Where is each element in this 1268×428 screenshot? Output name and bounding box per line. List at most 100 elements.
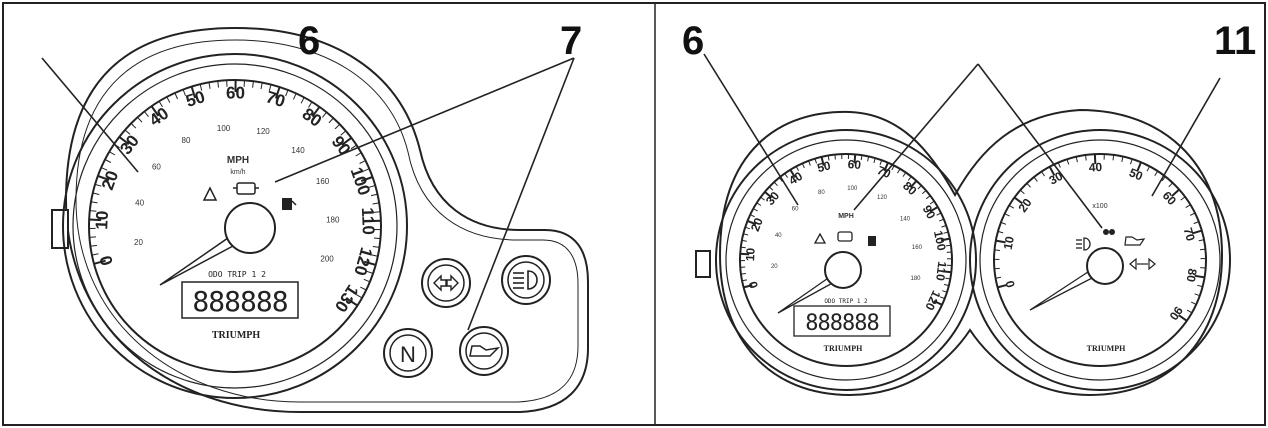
scale-tick [940, 237, 951, 242]
twin-speedo-hub [824, 251, 862, 289]
scale-tick [1048, 166, 1056, 176]
scale-tick [1180, 196, 1186, 201]
scale-tick [941, 225, 947, 228]
scale-tick [182, 89, 186, 96]
scale-tick [1026, 182, 1031, 188]
scale-tick [1146, 166, 1151, 172]
scale-tick [322, 111, 327, 118]
scale-label: 10 [743, 247, 758, 261]
scale-label: 0 [746, 279, 761, 289]
scale-tick [89, 236, 97, 238]
tacho-brand-logo: TRIUMPH [1087, 344, 1126, 353]
scale-tick [795, 166, 800, 172]
scale-label: 10 [1001, 235, 1017, 251]
scale-tick [867, 156, 870, 162]
scale-tick [1130, 158, 1133, 165]
scale-label: 10 [92, 210, 112, 230]
fuel-pump-icon [282, 198, 297, 210]
scale-tick [820, 156, 825, 166]
scale-tick [1189, 212, 1196, 216]
scale-tick [1057, 162, 1061, 168]
scale-tick [308, 101, 313, 108]
console-housing-outline [64, 26, 589, 413]
scale-tick [936, 212, 942, 216]
scale-tick [1199, 248, 1206, 251]
scale-label: 60 [847, 157, 862, 172]
scale-tick [356, 294, 363, 299]
scale-tick [1000, 221, 1007, 225]
speedo-unit-sub-label: km/h [230, 169, 245, 176]
scale-tick [368, 185, 376, 188]
twin-speedo-unit-label: MPH [838, 213, 854, 220]
scale-tick [778, 177, 783, 182]
tacho-unit-label: x100 [1092, 203, 1107, 210]
scale-tick [268, 84, 272, 92]
twin-alarm-icon [813, 232, 827, 244]
scale-tick [1186, 309, 1193, 314]
scale-tick [883, 162, 889, 172]
leader-line-right-b [977, 63, 1103, 229]
scale-tick [1178, 314, 1188, 322]
scale-tick [1198, 239, 1205, 242]
scale-label: 50 [816, 158, 833, 175]
tacho-bezel [969, 129, 1231, 391]
scale-tick [166, 96, 171, 103]
twin-speedo-bezel [715, 129, 977, 391]
scale-label: 40 [775, 233, 782, 239]
scale-tick [1161, 176, 1166, 182]
speedo-ticks [88, 79, 382, 307]
scale-tick [997, 230, 1004, 234]
scale-tick [360, 286, 367, 291]
scale-tick [328, 117, 334, 124]
scale-tick [945, 277, 951, 280]
scale-tick [1154, 170, 1159, 176]
scale-tick [939, 218, 944, 222]
scale-tick [340, 130, 347, 136]
scale-label: 160 [316, 177, 330, 186]
mounting-tab [51, 209, 69, 249]
leader-line-right-a [853, 63, 979, 211]
scale-tick [101, 167, 108, 171]
scale-tick [753, 208, 758, 212]
leader-line-right-11 [1151, 77, 1221, 197]
scale-tick [995, 239, 1006, 244]
leader-line-7a [274, 57, 575, 183]
tacho-abs-icon [1103, 229, 1115, 235]
scale-label: 110 [358, 207, 378, 235]
scale-tick [943, 231, 949, 234]
scale-tick [740, 246, 746, 249]
callout-11: 11 [1214, 19, 1256, 63]
scale-tick [929, 200, 935, 205]
scale-tick [808, 160, 811, 166]
scale-tick [764, 191, 773, 199]
scale-tick [372, 246, 380, 248]
scale-label: 20 [771, 264, 778, 270]
scale-tick [749, 214, 755, 218]
scale-tick [827, 155, 830, 161]
scale-tick [917, 185, 922, 190]
scale-tick [773, 181, 778, 187]
scale-label: 200 [320, 255, 334, 264]
scale-tick [334, 123, 341, 130]
scale-tick [942, 290, 948, 293]
scale-label: 60 [226, 83, 245, 102]
scale-tick [760, 196, 765, 201]
speedo-outer-bezel [62, 53, 408, 399]
scale-tick [89, 210, 97, 212]
tacho-turn-signal-icon [1129, 257, 1156, 271]
twin-lcd-window [793, 305, 891, 337]
twin-speedo-ticks [740, 153, 952, 306]
scale-tick [355, 152, 362, 157]
scale-tick [1171, 188, 1180, 197]
scale-tick [158, 101, 163, 108]
scale-tick [1194, 274, 1205, 279]
scale-tick [366, 270, 374, 274]
scale-tick [363, 260, 376, 266]
scale-tick [997, 283, 1008, 289]
scale-tick [1085, 154, 1087, 161]
scale-tick [1033, 176, 1038, 182]
